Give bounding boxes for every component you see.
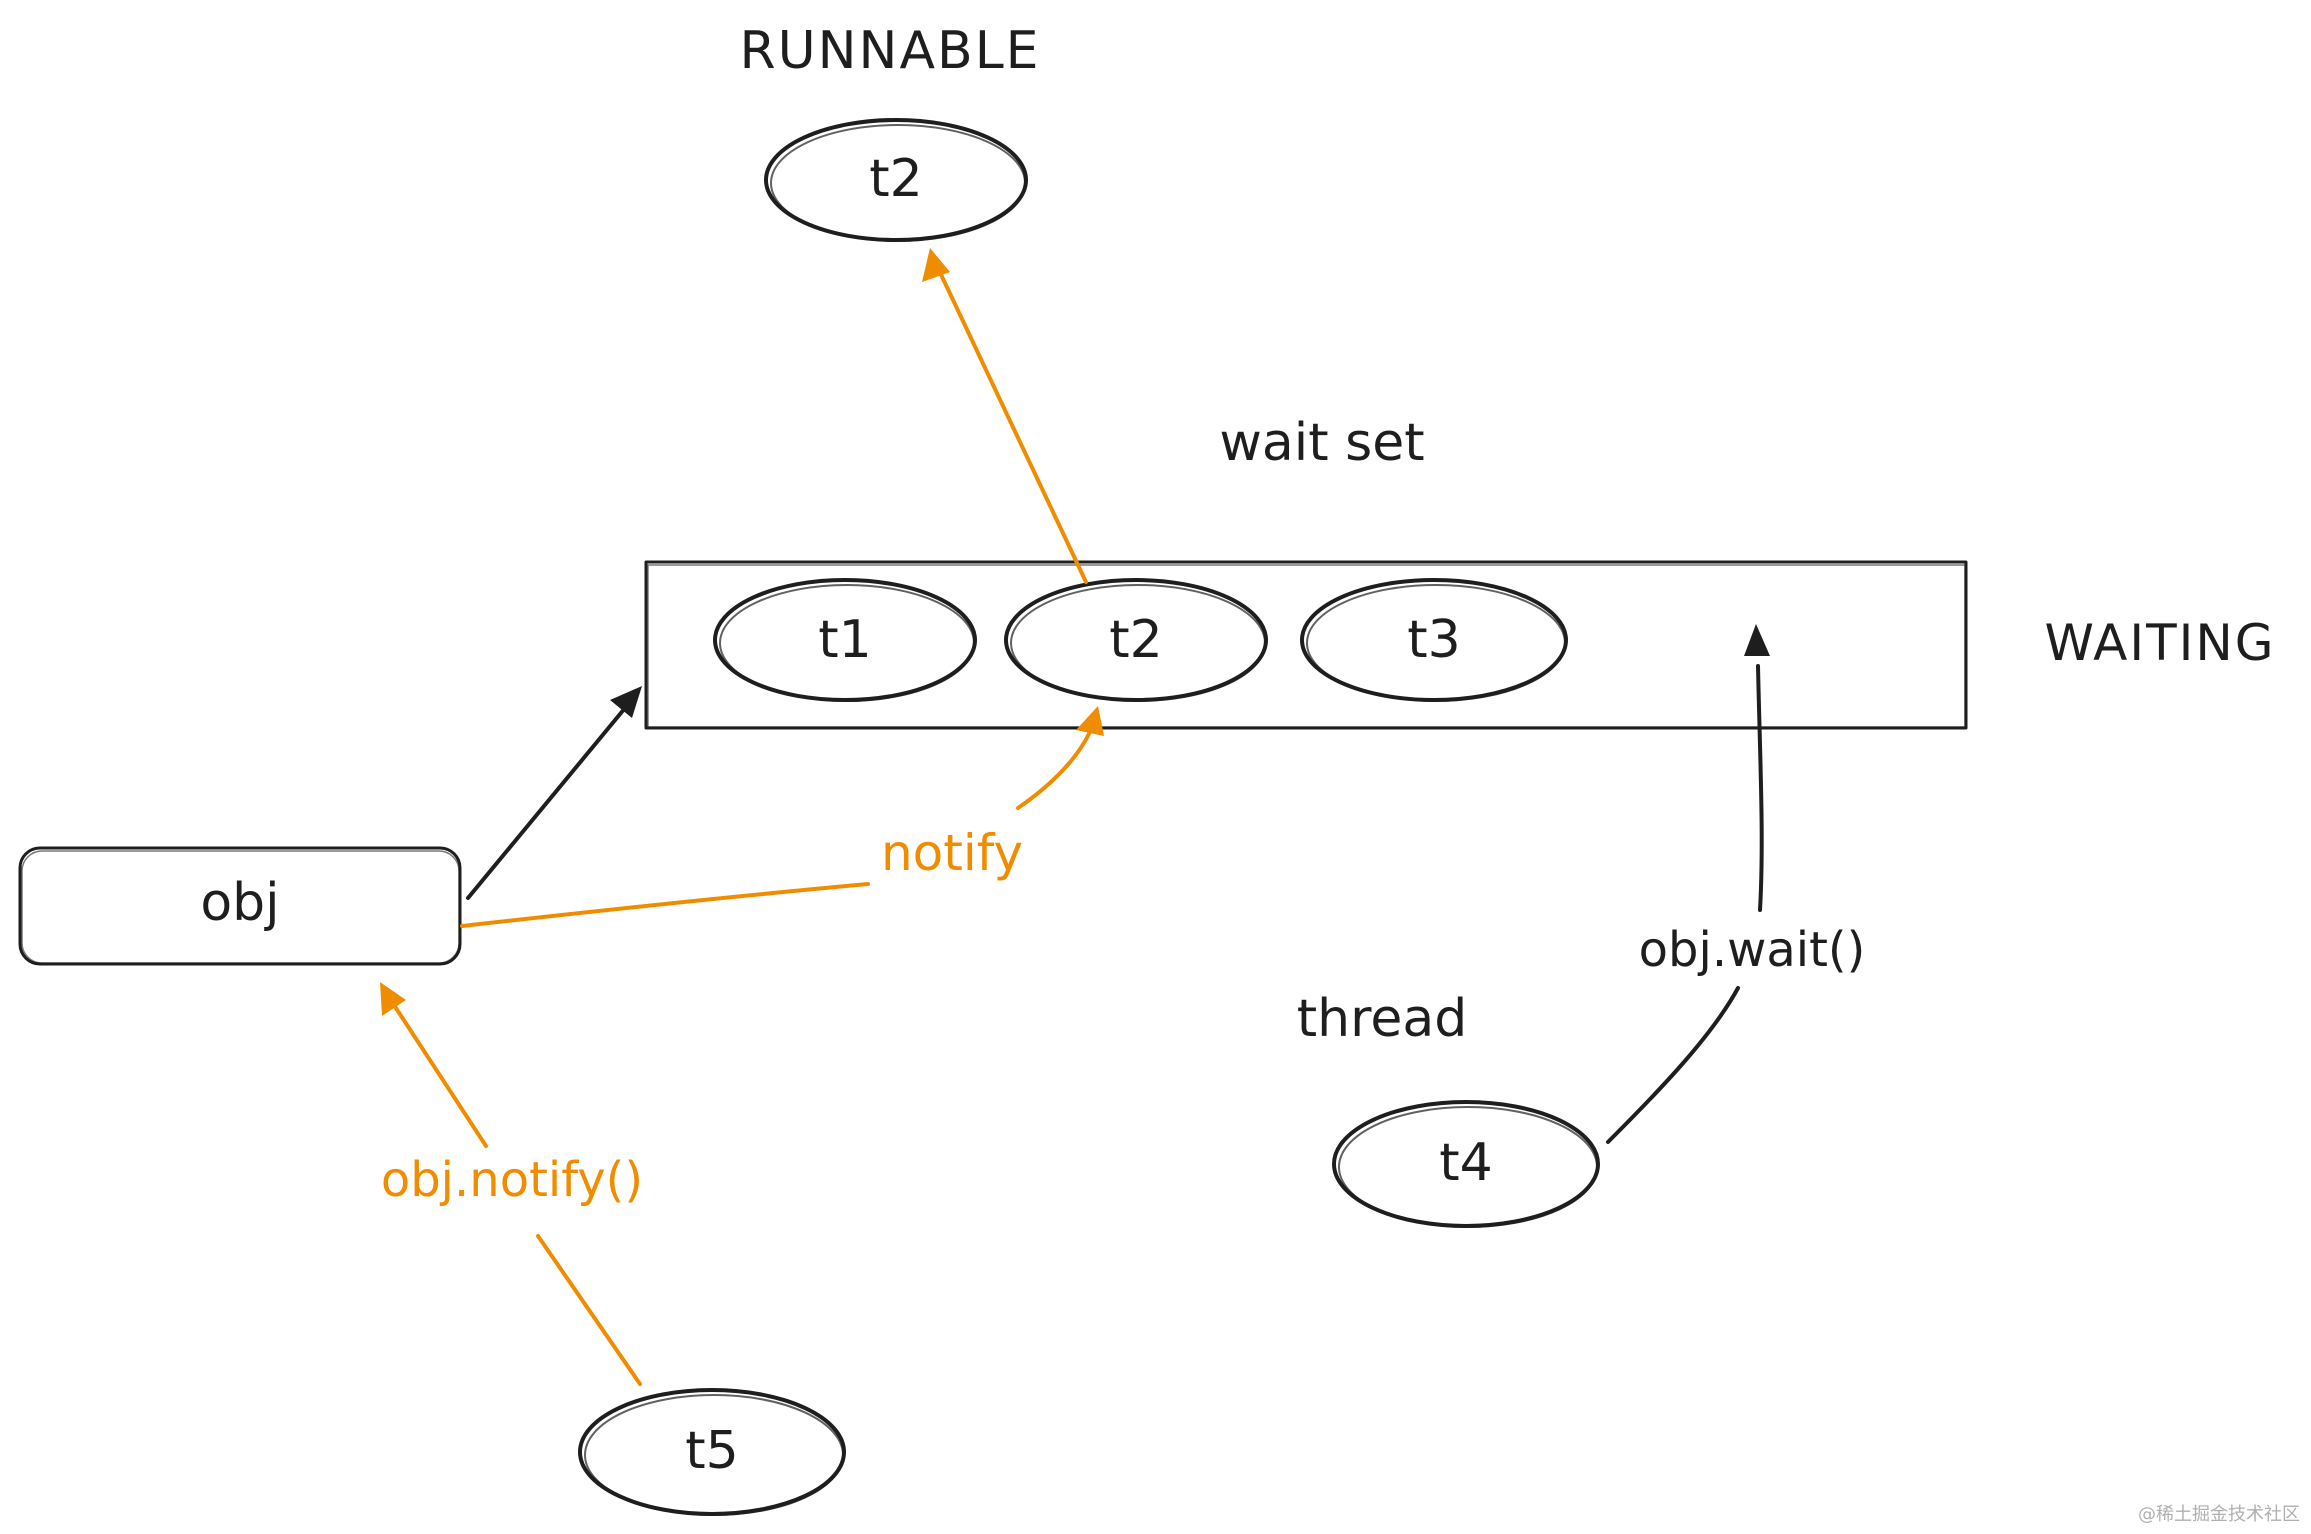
thread-label: thread xyxy=(1297,989,1467,1049)
wait-set-t3-node: t3 xyxy=(1300,578,1568,702)
obj-wait-call-label: obj.wait() xyxy=(1639,922,1866,978)
watermark-text: @稀土掘金技术社区 xyxy=(2138,1504,2300,1525)
wait-set-t3-label: t3 xyxy=(1407,610,1460,670)
obj-notify-call-arrow: obj.notify() xyxy=(380,982,643,1386)
runnable-t2-label: t2 xyxy=(869,149,922,209)
obj-notify-call-label: obj.notify() xyxy=(381,1152,643,1208)
thread-t4-node: t4 xyxy=(1332,1100,1600,1228)
wait-set-container xyxy=(644,560,1968,730)
obj-wait-call-arrow: obj.wait() xyxy=(1606,624,1866,1144)
wait-set-label: wait set xyxy=(1219,413,1424,473)
obj-label: obj xyxy=(200,873,279,933)
notify-label: notify xyxy=(881,824,1023,882)
waiting-state-label: WAITING xyxy=(2044,614,2275,672)
thread-t4-label: t4 xyxy=(1439,1133,1492,1193)
obj-to-wait-set-arrow xyxy=(466,686,642,900)
obj-node: obj xyxy=(18,846,462,966)
runnable-t2-node: t2 xyxy=(764,118,1028,242)
thread-t5-label: t5 xyxy=(685,1421,738,1481)
thread-t5-node: t5 xyxy=(578,1388,846,1516)
wait-set-t2-node: t2 xyxy=(1004,578,1268,702)
notify-arrow: notify xyxy=(460,706,1104,928)
wait-set-t1-label: t1 xyxy=(818,610,871,670)
wait-t2-to-runnable-arrow xyxy=(922,248,1088,584)
wait-set-t2-label: t2 xyxy=(1109,610,1162,670)
runnable-state-label: RUNNABLE xyxy=(739,21,1040,81)
wait-set-t1-node: t1 xyxy=(713,578,977,702)
